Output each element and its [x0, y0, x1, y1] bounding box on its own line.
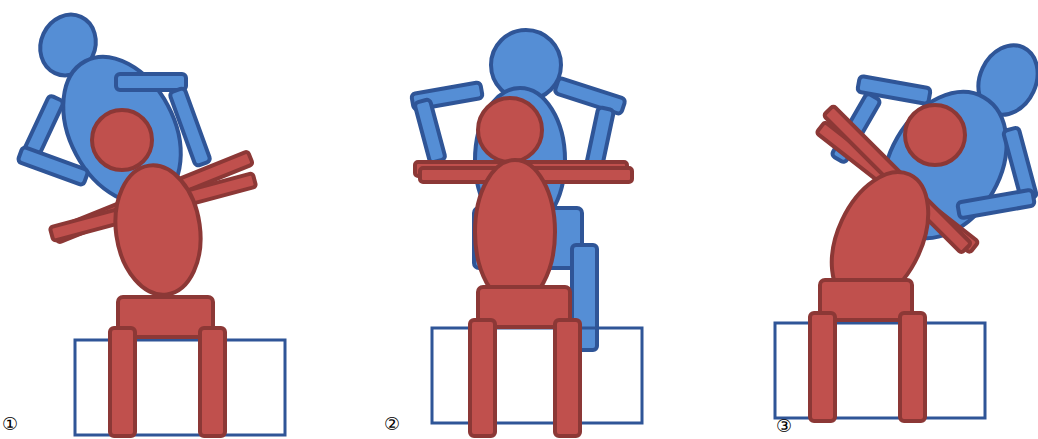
patient-leg — [555, 320, 580, 436]
patient-head — [905, 105, 965, 165]
patient-torso — [812, 157, 947, 319]
helper-arm — [554, 78, 626, 115]
patient-leg — [470, 320, 495, 436]
panel-three — [775, 36, 1038, 421]
helper-arm — [957, 190, 1035, 219]
helper-arm — [116, 74, 186, 90]
helper-arm — [17, 147, 88, 186]
panel-one — [17, 5, 285, 436]
helper-arm — [586, 107, 614, 169]
patient-leg — [810, 313, 835, 421]
seat-box — [775, 323, 985, 418]
patient-torso — [107, 160, 208, 300]
callout-number: ① — [2, 414, 18, 434]
patient-leg — [200, 328, 225, 436]
callout-number: ③ — [776, 416, 792, 436]
patient-head — [478, 98, 542, 162]
helper-arm — [169, 88, 211, 167]
patient-head — [92, 110, 152, 170]
helper-arm — [414, 99, 446, 163]
panel-two — [411, 30, 642, 436]
patient-torso — [475, 160, 555, 304]
seat-box — [75, 340, 285, 435]
seat-box — [432, 328, 642, 423]
patient-leg — [900, 313, 925, 421]
callout-number: ② — [384, 414, 400, 434]
patient-leg — [110, 328, 135, 436]
